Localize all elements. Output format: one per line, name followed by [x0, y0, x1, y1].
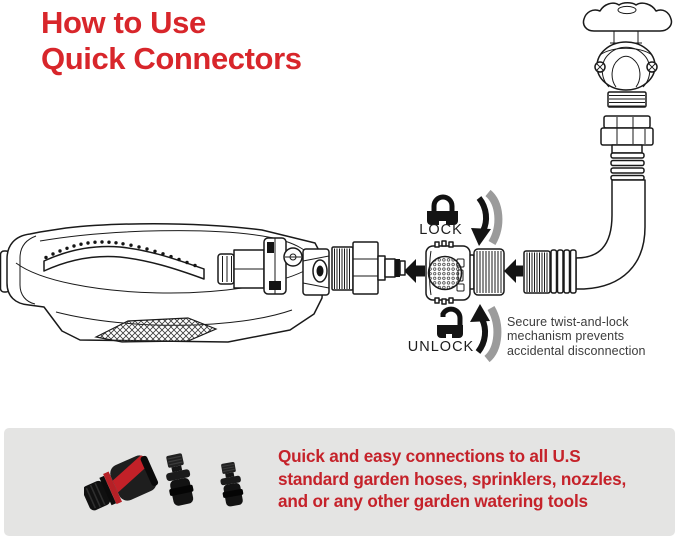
faucet-handle-hub	[617, 5, 637, 15]
product-photo-connectors	[84, 452, 244, 511]
banner-text: Quick and easy connections to all U.S st…	[278, 445, 626, 513]
callout-line-2: mechanism prevents	[507, 329, 625, 344]
product-quick-connector	[84, 452, 159, 511]
product-male-adapter-small	[220, 461, 244, 507]
adapter-plug	[384, 258, 396, 278]
hose-elbow-illustration	[523, 115, 654, 294]
left-arrow-icon	[404, 259, 425, 283]
callout-line-1: Secure twist-and-lock	[507, 315, 629, 329]
title-line-2: Quick Connectors	[41, 41, 302, 76]
vent-grille	[94, 317, 218, 343]
callout-text: Secure twist-and-lock mechanism prevents…	[507, 315, 646, 358]
page-title: How to Use Quick Connectors	[41, 5, 302, 77]
adapter-hex	[352, 241, 379, 295]
callout-line-3: accidental disconnection	[507, 343, 646, 358]
banner-line-1: Quick and easy connections to all U.S	[278, 446, 581, 466]
female-quick-connector-illustration	[425, 240, 505, 305]
left-arrow-icon	[504, 259, 523, 283]
spray-tube	[43, 245, 205, 280]
title-line-1: How to Use	[41, 5, 206, 40]
male-quick-adapter-illustration	[331, 241, 406, 295]
hose-elbow	[575, 179, 646, 290]
product-male-adapter	[166, 453, 194, 506]
rotate-clockwise-arrow-icon	[471, 189, 503, 246]
faucet-handle	[582, 2, 673, 32]
lock-label: LOCK	[419, 222, 463, 238]
rotate-counterclockwise-arrow-icon	[470, 304, 502, 363]
bottom-banner: Quick and easy connections to all U.S st…	[4, 428, 675, 536]
banner-line-3: and or any other garden watering tools	[278, 491, 588, 511]
sprinkler-illustration	[0, 223, 330, 343]
unlock-label: UNLOCK	[407, 339, 475, 355]
o-ring	[395, 259, 400, 277]
nozzle-dots	[44, 240, 197, 268]
knurled-grip	[427, 255, 463, 291]
lock-icon	[427, 194, 458, 225]
hose-coupling-nut	[603, 115, 651, 129]
banner-line-2: standard garden hoses, sprinklers, nozzl…	[278, 468, 627, 489]
unlock-icon	[437, 306, 463, 338]
faucet-illustration	[582, 2, 673, 108]
